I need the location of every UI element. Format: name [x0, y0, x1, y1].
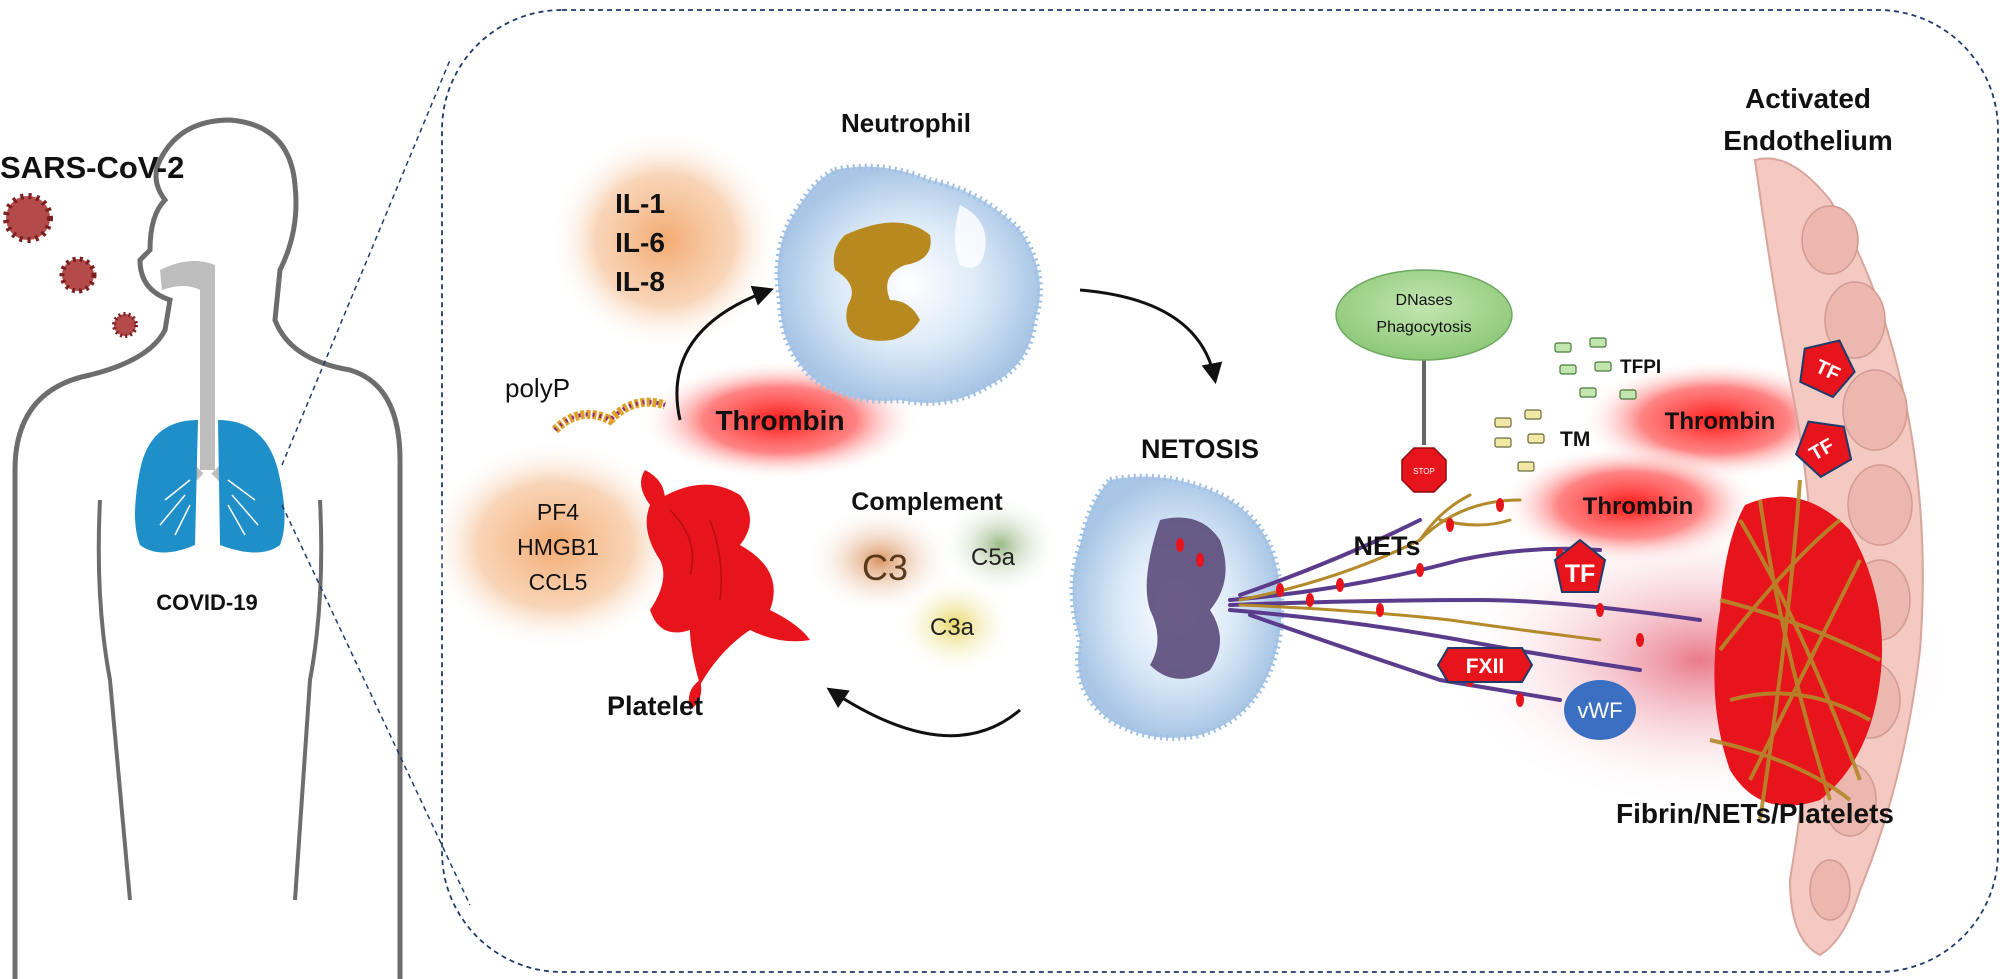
arrow-neutrophil-to-netosis: [1079, 288, 1223, 385]
zoom-line-bottom: [281, 504, 471, 906]
tf-badge-lower: [1794, 420, 1853, 479]
tm-label: TM: [1560, 428, 1590, 451]
tf-badge-nets: [1553, 538, 1607, 593]
cytokine-il8: IL-8: [615, 266, 665, 297]
patient-figure: [12, 117, 403, 979]
thrombin-label-upper: Thrombin: [1665, 408, 1776, 435]
zoom-panel-border: [441, 9, 1999, 973]
activated-endothelium: [1753, 157, 1924, 957]
zoom-line-top: [281, 59, 451, 466]
polyp-molecule: [551, 397, 667, 434]
complement-title: Complement: [851, 488, 1003, 516]
tfpi-molecules: [1554, 337, 1637, 400]
tf-badge-upper: [1799, 339, 1856, 399]
platelet-label: Platelet: [607, 691, 703, 721]
cytokine-il1: IL-1: [615, 188, 665, 219]
cytokine-il6: IL-6: [615, 227, 665, 258]
clot-label: Fibrin/NETs/Platelets: [1616, 798, 1894, 829]
arrow-netosis-to-platelet: [826, 687, 1021, 738]
inhibitor-dnases: DNases: [1396, 292, 1453, 309]
cytokine-glow: [550, 130, 780, 350]
neutrophil-cell: [774, 163, 1043, 406]
tm-molecules: [1494, 409, 1545, 472]
endothelium-label-line2: Endothelium: [1723, 125, 1893, 156]
platelet-factor-ccl5: CCL5: [529, 569, 588, 595]
tfpi-label: TFPI: [1620, 357, 1661, 378]
patient-label: COVID-19: [156, 590, 257, 615]
thrombin-label-lower: Thrombin: [1583, 493, 1694, 520]
thrombin-label-platelet: Thrombin: [715, 405, 844, 436]
virus-particles: [3, 193, 138, 338]
complement-c3a: C3a: [930, 614, 975, 641]
fxii-label: FXII: [1466, 655, 1505, 678]
platelet-factor-hmgb1: HMGB1: [517, 534, 599, 560]
right-lung: [218, 420, 285, 553]
c3a-glow: [895, 575, 1015, 675]
polyp-label: polyP: [505, 373, 570, 403]
complement-c5a: C5a: [971, 544, 1016, 571]
vwf-badge: [1564, 680, 1636, 740]
clot: [1709, 479, 1882, 821]
stop-label: STOP: [1413, 467, 1435, 476]
arrow-platelet-to-neutrophil: [675, 285, 774, 421]
neutrophil-label: Neutrophil: [841, 108, 971, 138]
stop-sign: [1401, 447, 1447, 493]
inhibitor-phagocytosis: Phagocytosis: [1376, 319, 1471, 336]
platelet-factor-glow: [425, 440, 685, 650]
tf-label-nets: TF: [1565, 560, 1596, 588]
fxii-badge: [1436, 647, 1534, 683]
vwf-label: vWF: [1577, 698, 1622, 723]
netosis-cell: [1069, 473, 1285, 741]
endothelium-label-line1: Activated: [1745, 83, 1871, 114]
c5a-glow: [940, 495, 1060, 595]
dnase-ellipse: [1335, 269, 1513, 361]
platelet-factor-pf4: PF4: [537, 499, 579, 525]
left-lung: [135, 420, 198, 553]
platelet-cell: [641, 470, 810, 710]
virus-label: SARS-CoV-2: [0, 150, 184, 185]
netosis-label: NETOSIS: [1141, 434, 1259, 464]
complement-c3: C3: [862, 547, 908, 588]
nets-label: NETs: [1353, 531, 1420, 561]
